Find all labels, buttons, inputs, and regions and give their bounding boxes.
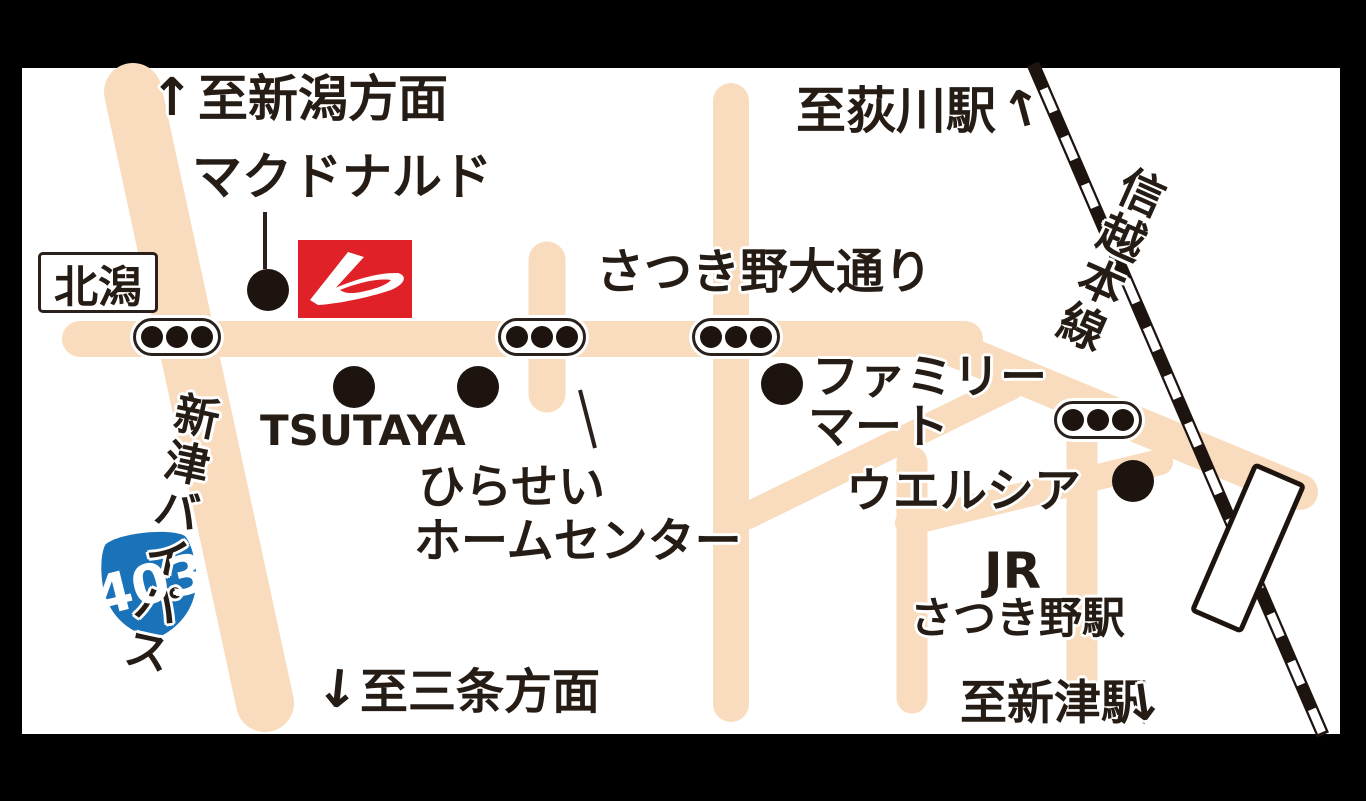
to-niigata-label: 至新潟方面 (198, 70, 448, 128)
to-sanjo-label: 至三条方面 (360, 664, 601, 720)
tsutaya-marker (333, 366, 375, 408)
traffic-light-dot (750, 326, 772, 348)
traffic-light-familymart (692, 318, 780, 356)
traffic-light-dot (725, 326, 747, 348)
to-niitsu-station-label: 至新津駅 (960, 676, 1148, 731)
satsukino-station-label: さつき野駅 (910, 594, 1125, 644)
traffic-light-dot (1112, 409, 1134, 431)
traffic-light-dot (191, 326, 213, 348)
satsukino-odori-label: さつき野大通り (596, 244, 933, 300)
familymart-marker (761, 363, 803, 405)
tsutaya-label: TSUTAYA (260, 406, 466, 455)
mcdonalds-label: マクドナルド (192, 148, 492, 206)
traffic-light-crossing (1054, 401, 1142, 439)
railway-shinetsu-line (1027, 61, 1329, 738)
traffic-light-dot (700, 326, 722, 348)
daihatsu-logo (298, 240, 412, 318)
familymart-label-line2: マート (808, 400, 949, 455)
kitakata-label: 北潟 (54, 261, 142, 313)
hirasei-leader-line (578, 389, 597, 449)
to-sanjo-arrow-icon: ↓ (312, 657, 363, 723)
traffic-light-dot (1062, 409, 1084, 431)
traffic-light-dot (506, 326, 528, 348)
traffic-light-dot (1087, 409, 1109, 431)
to-niigata-arrow-icon: ↑ (150, 68, 194, 128)
route-403-number: 403 (87, 540, 213, 629)
traffic-light-dot (141, 326, 163, 348)
road-niitsu-bypass (104, 63, 294, 732)
welcia-marker (1112, 460, 1154, 502)
hirasei-label-line1: ひらせい (418, 460, 606, 515)
jr-label: JR (984, 542, 1042, 600)
traffic-light-stub (498, 318, 586, 356)
familymart-label-line1: ファミリー (812, 350, 1047, 405)
to-ogikawa-label: 至荻川駅 (796, 82, 996, 140)
station-rectangle (1191, 463, 1305, 633)
mcdonalds-marker (247, 269, 289, 311)
route-403-badge-shape (101, 531, 197, 639)
traffic-light-dot (166, 326, 188, 348)
leader-lines (263, 212, 597, 449)
road-branch-upper (733, 373, 1024, 530)
hirasei-label-line2: ホームセンター (414, 514, 742, 569)
welcia-label: ウエルシア (846, 464, 1081, 519)
to-niitsu-arrow-icon: ↓ (1118, 671, 1168, 735)
route-403-badge: 403 (87, 521, 213, 648)
traffic-light-dot (531, 326, 553, 348)
traffic-light-kitakata (133, 318, 221, 356)
traffic-light-dot (556, 326, 578, 348)
kitakata-intersection-box: 北潟 (38, 252, 158, 313)
hirasei-marker (457, 366, 499, 408)
